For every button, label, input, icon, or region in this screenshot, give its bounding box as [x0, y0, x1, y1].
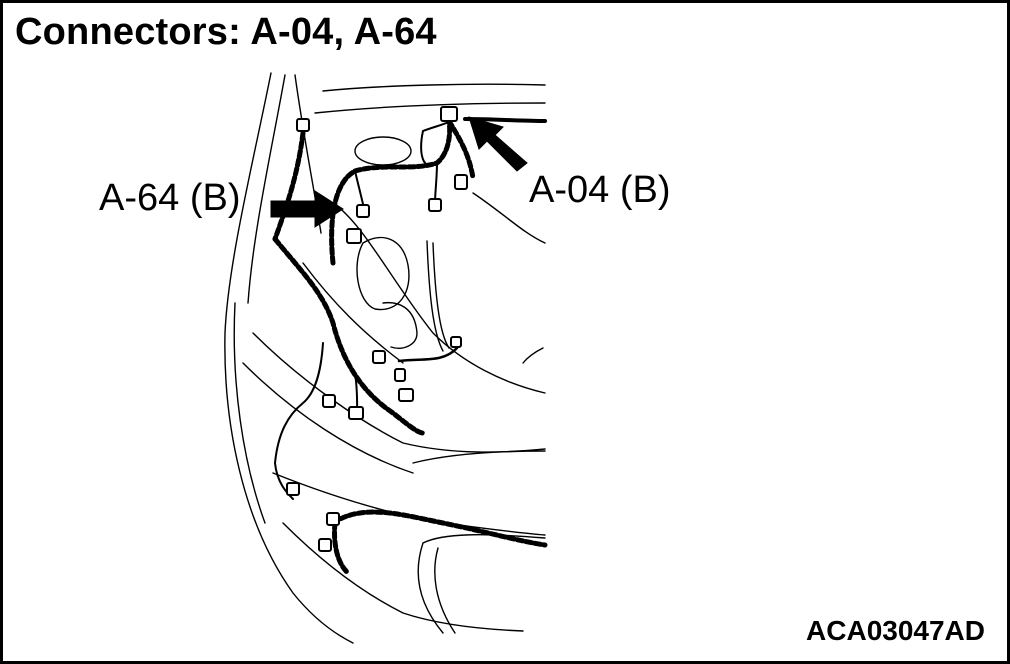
cowl-line: [314, 102, 546, 114]
connector-a64: [346, 228, 362, 244]
connector-small-12: [450, 336, 462, 348]
reservoir-outline: [356, 236, 410, 311]
wire-7: [420, 130, 438, 167]
bumper-lower: [282, 522, 524, 632]
harness-main: [272, 236, 426, 436]
apron-pipe: [432, 242, 450, 349]
callout-a04-label: A-04 (B): [529, 169, 671, 211]
fender-outline: [224, 72, 354, 644]
apron-pipe-2: [426, 240, 444, 352]
page-title: Connectors: A-04, A-64: [15, 11, 437, 53]
connector-small-13: [394, 368, 406, 382]
harness-left-drop: [272, 130, 306, 242]
right-contour: [472, 192, 546, 244]
right-contour-2: [522, 347, 544, 364]
connector-small-5: [372, 350, 386, 364]
fender-inner-line: [247, 74, 286, 304]
callout-a64-label: A-64 (B): [99, 177, 241, 219]
connector-a04: [440, 106, 458, 122]
connector-small-8: [322, 394, 336, 408]
connector-small-6: [398, 388, 414, 402]
strut-tower-cap: [354, 136, 412, 166]
bracket-outline: [382, 301, 418, 349]
wire-4: [422, 120, 452, 132]
arrow-a04-icon: [468, 116, 528, 172]
headlamp-outline: [412, 450, 546, 464]
apron-line-2: [302, 262, 404, 364]
harness-lower-drop: [332, 520, 351, 576]
figure-id: ACA03047AD: [806, 615, 985, 646]
wire-3: [397, 346, 459, 363]
connector-small-3: [454, 174, 468, 190]
wire-1: [274, 342, 324, 500]
connector-small-4: [296, 118, 310, 132]
harness-lower: [330, 509, 548, 548]
wire-6: [434, 162, 438, 204]
grille-outline: [417, 534, 546, 634]
harness-right: [446, 118, 476, 181]
firewall-line: [322, 83, 546, 92]
apron-line-1: [332, 202, 546, 394]
engine-bay-illustration: [224, 72, 548, 644]
connector-small-2: [428, 198, 442, 212]
bumper-upper: [272, 472, 546, 536]
connector-small-7: [348, 406, 364, 420]
arrow-a64-icon: [270, 190, 344, 228]
connector-small-10: [326, 512, 340, 526]
support-line-2: [242, 362, 414, 474]
bumper-edge: [233, 302, 266, 524]
connector-small-11: [318, 538, 332, 552]
connector-small-9: [286, 482, 300, 496]
connector-small-1: [356, 204, 370, 218]
